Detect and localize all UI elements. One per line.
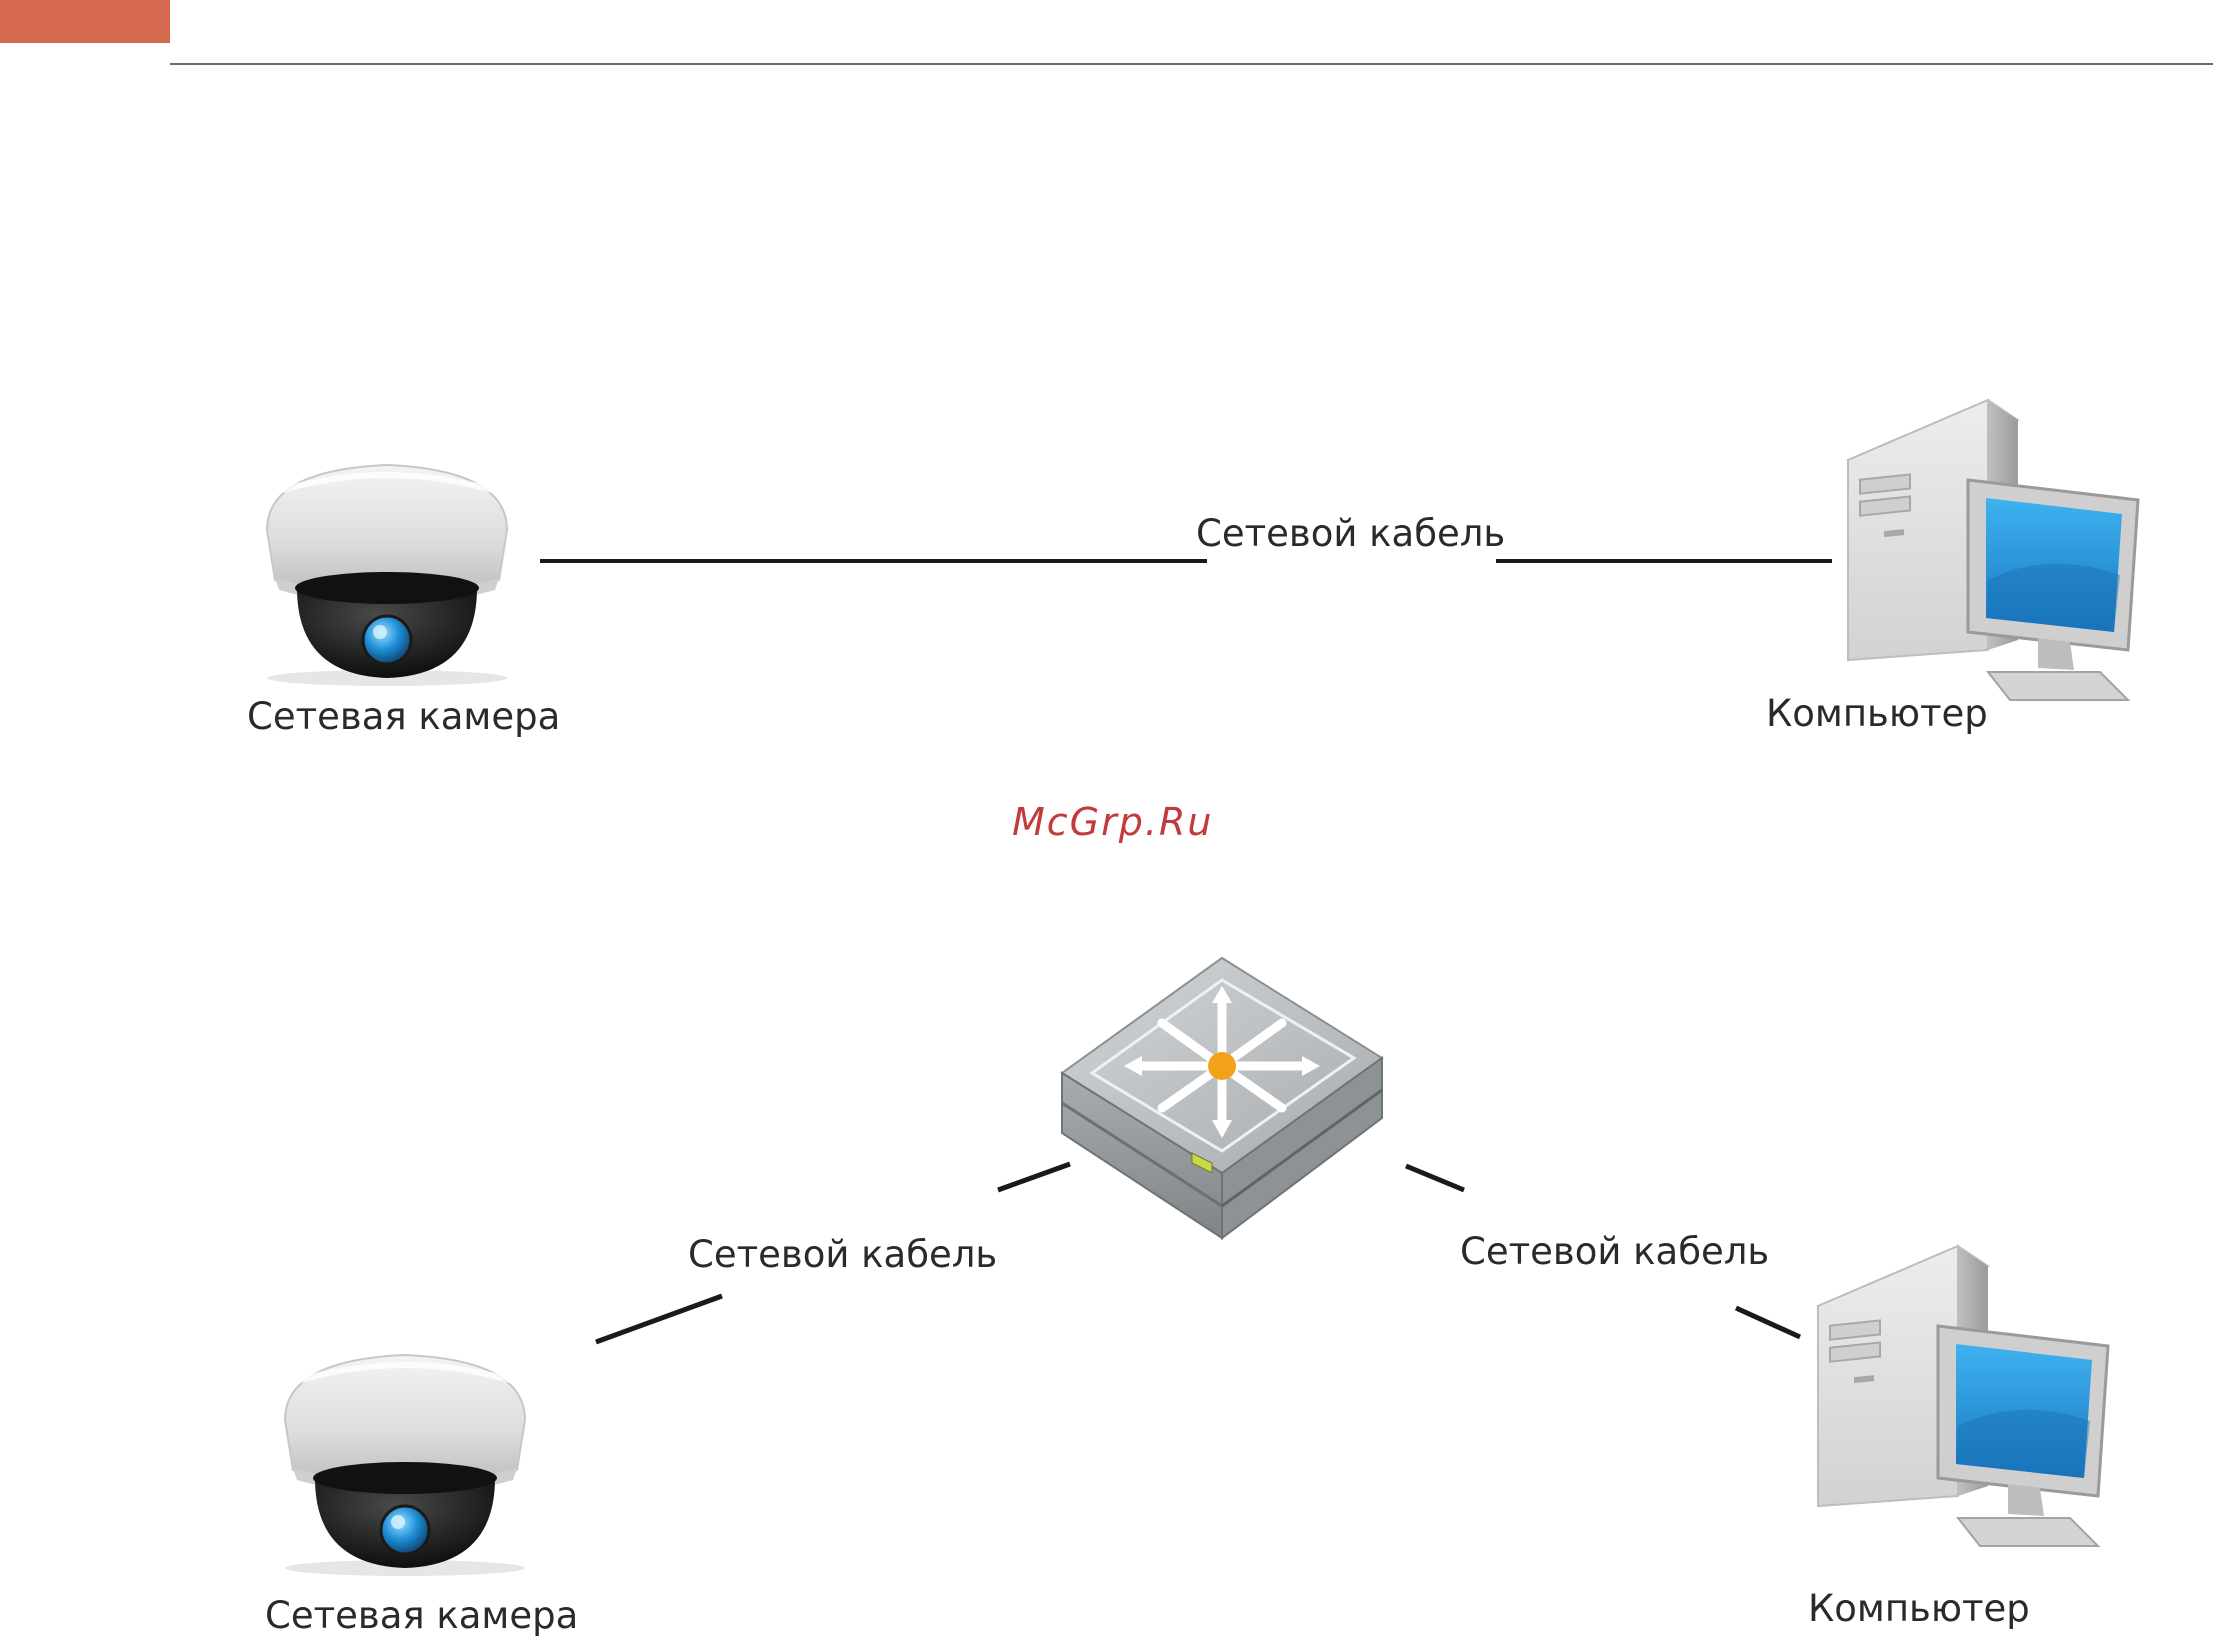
desktop-computer-icon xyxy=(1818,1246,2108,1546)
desktop-computer-icon xyxy=(1848,400,2138,700)
network-cable xyxy=(1736,1308,1800,1337)
cable-label-right: Сетевой кабель xyxy=(1460,1233,1769,1270)
camera-label: Сетевая камера xyxy=(265,1597,578,1634)
cable-label-left: Сетевой кабель xyxy=(688,1236,997,1273)
cable-label: Сетевой кабель xyxy=(1196,515,1505,552)
network-cable xyxy=(1406,1166,1464,1190)
network-cable xyxy=(596,1296,722,1342)
dome-camera-icon xyxy=(267,465,507,686)
computer-label: Компьютер xyxy=(1808,1590,2030,1627)
network-switch-icon xyxy=(1062,958,1382,1238)
camera-label: Сетевая камера xyxy=(247,698,560,735)
watermark: McGrp.Ru xyxy=(1012,803,1213,841)
network-cable xyxy=(998,1164,1070,1190)
computer-label: Компьютер xyxy=(1766,695,1988,732)
dome-camera-icon xyxy=(285,1355,525,1576)
diagram-switch xyxy=(285,958,2108,1576)
